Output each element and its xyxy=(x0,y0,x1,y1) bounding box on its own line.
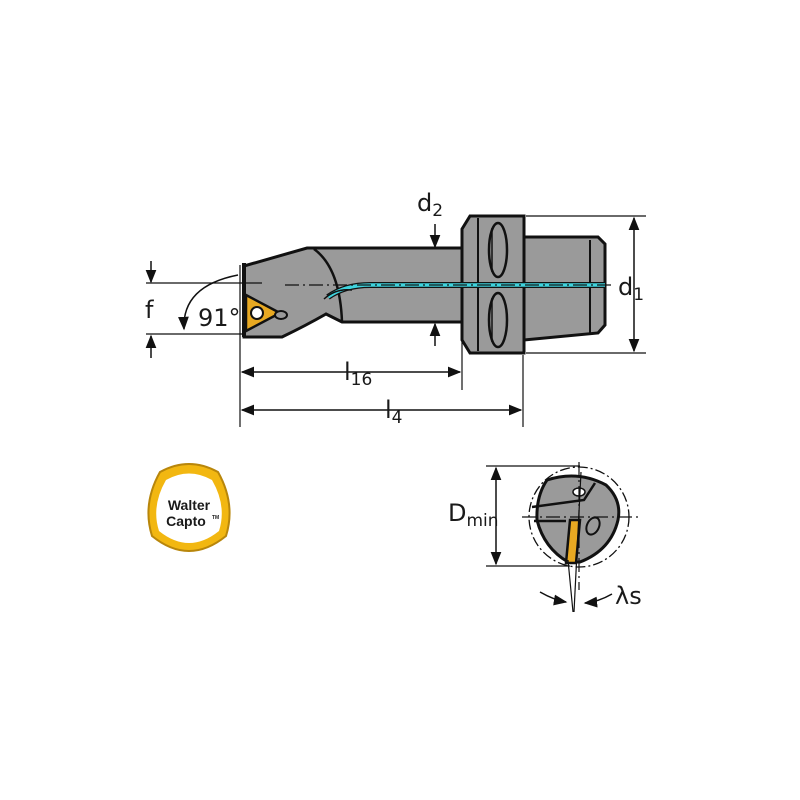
capto-shank xyxy=(522,235,607,342)
label-d1: d1 xyxy=(618,273,644,305)
label-l16: l16 xyxy=(344,358,372,390)
label-angle: 91° xyxy=(198,304,241,332)
label-d2: d2 xyxy=(417,189,443,221)
label-f: f xyxy=(145,296,154,324)
front-view: Dmin λs xyxy=(448,462,642,613)
bar-body xyxy=(242,246,464,339)
logo-line2: Capto xyxy=(166,513,206,529)
logo-line1: Walter xyxy=(168,497,211,513)
flange-slot-lower xyxy=(487,291,509,349)
flange-slot-upper xyxy=(487,221,509,279)
insert xyxy=(244,292,288,334)
side-view: d2 d1 f 91° l16 l4 xyxy=(145,189,646,428)
label-lambda-s: λs xyxy=(615,582,642,610)
walter-capto-logo: Walter Capto TM xyxy=(147,463,231,552)
angle-arc xyxy=(178,274,239,331)
logo-tm: TM xyxy=(212,515,219,521)
label-dmin: Dmin xyxy=(448,499,499,531)
label-l4: l4 xyxy=(385,396,403,428)
